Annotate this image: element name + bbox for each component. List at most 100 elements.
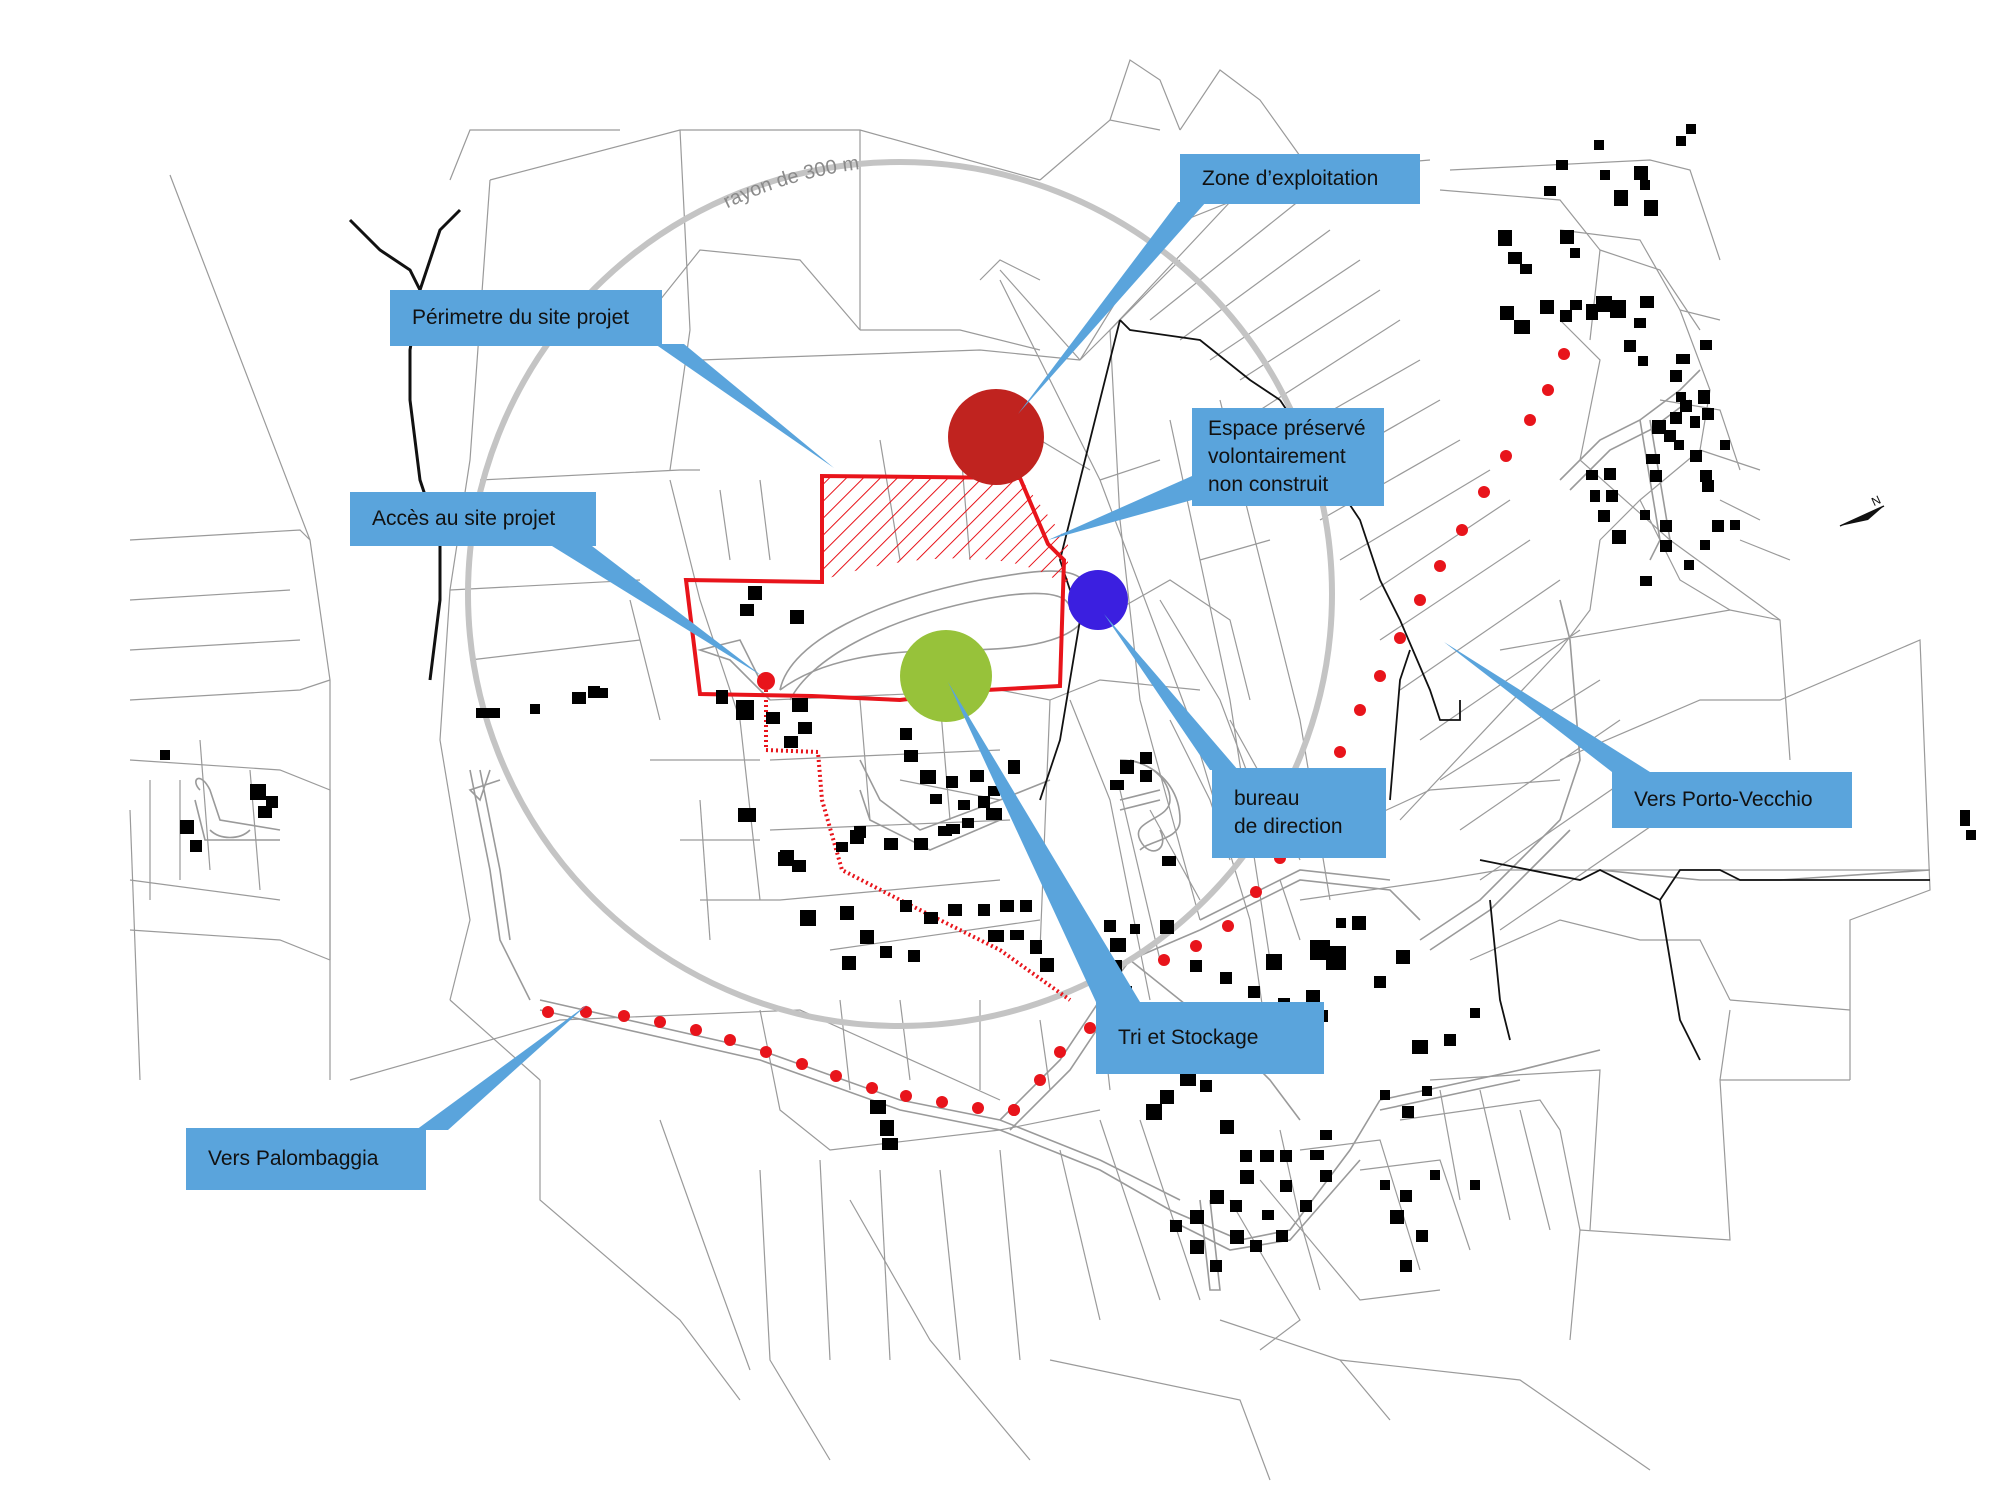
building — [1190, 1210, 1204, 1224]
building — [1612, 530, 1626, 544]
building — [1702, 408, 1714, 420]
building — [884, 838, 898, 850]
building — [1520, 264, 1532, 274]
building — [1162, 856, 1176, 866]
building — [1686, 124, 1696, 134]
building — [870, 1100, 886, 1114]
building — [1200, 1080, 1212, 1092]
building — [1640, 180, 1650, 190]
building — [1700, 540, 1710, 550]
building — [1280, 1180, 1292, 1192]
building — [716, 690, 728, 704]
preserved-space-hatch — [822, 476, 1068, 590]
route-dot — [830, 1070, 842, 1082]
route-dot — [724, 1034, 736, 1046]
building — [160, 750, 170, 760]
building — [1684, 560, 1694, 570]
building — [924, 912, 938, 924]
building — [900, 900, 912, 912]
building — [1638, 356, 1648, 366]
building — [962, 818, 974, 828]
building — [1320, 1170, 1332, 1182]
building — [978, 796, 990, 808]
building — [1556, 160, 1568, 170]
building — [1120, 760, 1134, 774]
building — [798, 722, 812, 734]
building — [1700, 340, 1712, 350]
building — [1560, 310, 1572, 322]
building — [1444, 1034, 1456, 1046]
building — [978, 904, 990, 916]
building — [970, 770, 984, 782]
radius-label: rayon de 300 m — [720, 152, 861, 213]
building — [740, 604, 754, 616]
building — [1250, 1240, 1262, 1252]
callout-pointers — [416, 202, 1650, 1130]
building — [1326, 946, 1346, 970]
parcel-lines — [129, 59, 1931, 1481]
building — [790, 610, 804, 624]
route-dot — [1394, 632, 1406, 644]
route-dot — [936, 1096, 948, 1108]
bureau-direction-label: bureau de direction — [1212, 768, 1386, 858]
bureau-direction-marker — [1068, 570, 1128, 630]
building — [1248, 986, 1260, 998]
building — [914, 838, 928, 850]
building — [1650, 470, 1662, 482]
building — [1390, 1210, 1404, 1224]
building — [740, 808, 756, 822]
building — [1160, 920, 1174, 934]
building — [1674, 440, 1684, 450]
building — [1400, 1260, 1412, 1272]
site-access-label: Accès au site projet — [350, 492, 596, 546]
north-arrow-icon: N — [1839, 493, 1885, 527]
building — [1336, 918, 1346, 928]
building — [1498, 230, 1512, 246]
building — [190, 840, 202, 852]
building — [948, 904, 962, 916]
building — [766, 712, 780, 724]
building — [1670, 370, 1682, 382]
route-dot — [1558, 348, 1570, 360]
building — [854, 826, 866, 838]
building — [1140, 770, 1152, 782]
building — [1570, 300, 1582, 310]
building — [1180, 1070, 1196, 1086]
building — [1640, 576, 1652, 586]
building — [1310, 1150, 1324, 1160]
route-dot — [542, 1006, 554, 1018]
building — [1030, 940, 1042, 954]
building — [1660, 520, 1672, 532]
route-dot — [1008, 1104, 1020, 1116]
building — [860, 930, 874, 944]
building — [946, 824, 960, 834]
building — [1110, 780, 1124, 790]
building — [476, 708, 500, 718]
building — [946, 776, 958, 788]
building — [1640, 296, 1654, 308]
route-dot — [1158, 954, 1170, 966]
building — [1010, 930, 1024, 940]
site-perimeter-label: Périmetre du site projet — [390, 290, 662, 346]
route-dot — [900, 1090, 912, 1102]
building — [1266, 954, 1282, 970]
building — [1712, 520, 1724, 532]
route-dot — [580, 1006, 592, 1018]
building — [1596, 296, 1612, 312]
building — [1544, 186, 1556, 196]
building — [1670, 412, 1682, 424]
route-dot — [1354, 704, 1366, 716]
vers-porto-vecchio-label: Vers Porto-Vecchio — [1612, 772, 1852, 828]
route-dot — [1542, 384, 1554, 396]
building — [598, 688, 608, 698]
building — [1660, 540, 1672, 552]
building — [1614, 190, 1628, 206]
building — [1676, 136, 1686, 146]
building — [1586, 470, 1598, 480]
building — [180, 820, 194, 834]
building — [572, 692, 586, 704]
building — [1396, 950, 1410, 964]
building — [1374, 976, 1386, 988]
municipal-boundary — [1039, 319, 1930, 1061]
route-dot — [1054, 1046, 1066, 1058]
